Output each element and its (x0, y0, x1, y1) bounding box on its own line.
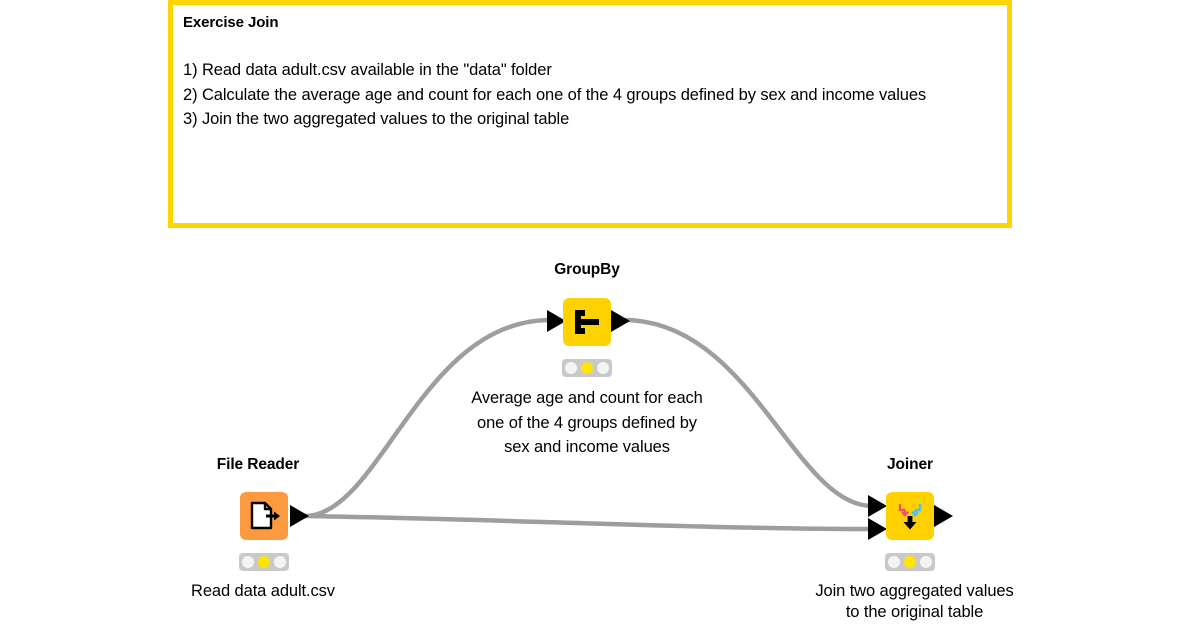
status-led-configured (904, 556, 916, 568)
node-label-joiner: Join two aggregated values to the origin… (815, 582, 1014, 621)
port-out-groupby[interactable] (611, 310, 630, 332)
status-led-configured (581, 362, 593, 374)
annotation-line-2: 2) Calculate the average age and count f… (183, 85, 927, 104)
port-in-joiner-1[interactable] (868, 495, 887, 517)
status-led-executed (597, 362, 609, 374)
node-groupby[interactable] (563, 298, 611, 346)
connection-file-reader-to-joiner[interactable] (302, 513, 875, 532)
port-out-joiner[interactable] (934, 505, 953, 527)
status-led-idle (888, 556, 900, 568)
port-in-joiner-2[interactable] (868, 518, 887, 540)
status-led-idle (565, 362, 577, 374)
connection-file-reader-to-groupby[interactable] (302, 317, 551, 519)
annotation-spacer (183, 32, 997, 58)
annotation-line-3: 3) Join the two aggregated values to the… (183, 110, 570, 128)
joiner-arrows-icon (898, 504, 922, 530)
status-led-configured (258, 556, 270, 568)
groupby-description-annotation[interactable]: Average age and count for each one of th… (471, 389, 703, 456)
node-title-joiner: Joiner (887, 456, 933, 473)
annotation-title: Exercise Join (183, 14, 279, 31)
status-led-executed (274, 556, 286, 568)
connection-groupby-to-joiner[interactable] (623, 317, 875, 509)
node-joiner[interactable] (886, 492, 934, 540)
status-bar-groupby (562, 359, 612, 377)
file-export-icon (250, 501, 280, 530)
node-title-file-reader: File Reader (216, 456, 300, 473)
status-bar-joiner (885, 553, 935, 571)
status-led-executed (920, 556, 932, 568)
workflow-annotation[interactable]: Exercise Join 1) Read data adult.csv ava… (168, 0, 1012, 228)
node-label-file-reader: Read data adult.csv (191, 582, 335, 600)
status-bar-file-reader (239, 553, 289, 571)
node-file-reader[interactable] (240, 492, 288, 540)
status-led-idle (242, 556, 254, 568)
port-in-groupby[interactable] (547, 310, 566, 332)
node-title-groupby: GroupBy (554, 261, 620, 278)
port-out-file-reader[interactable] (290, 505, 309, 527)
group-by-icon (575, 310, 599, 334)
annotation-line-1: 1) Read data adult.csv available in the … (183, 61, 552, 79)
